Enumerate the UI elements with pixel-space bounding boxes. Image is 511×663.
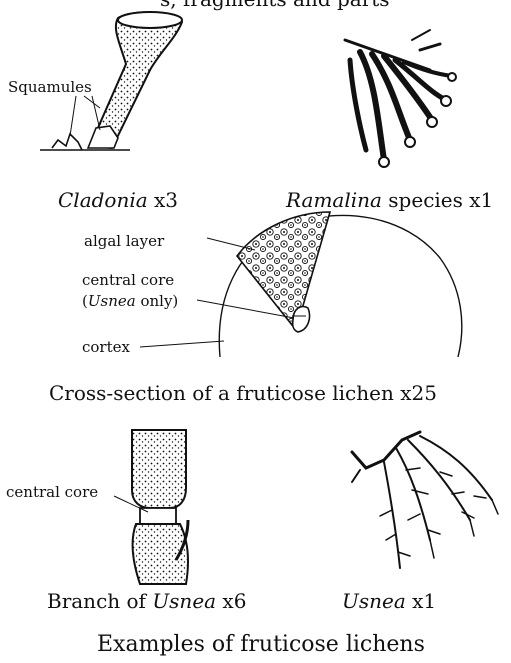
usnea-name: Usnea	[342, 589, 406, 613]
central-core-label: central core	[82, 271, 174, 289]
cladonia-name: Cladonia	[58, 188, 148, 212]
cross-section-caption: Cross-section of a fruticose lichen x25	[49, 381, 437, 405]
cortex-label: cortex	[82, 338, 130, 356]
usnea-branch-drawing	[132, 430, 188, 584]
usnea-branch-magnification: x6	[216, 589, 246, 613]
ramalina-name: Ramalina	[286, 188, 382, 212]
ramalina-magnification: species x1	[382, 188, 493, 212]
ramalina-caption: Ramalina species x1	[286, 188, 493, 212]
ramalina-drawing	[345, 30, 456, 167]
usnea-drawing	[352, 432, 498, 568]
usnea-branch-caption: Branch of Usnea x6	[47, 589, 246, 613]
squamules-label: Squamules	[8, 78, 92, 96]
usnea-caption: Usnea x1	[342, 589, 436, 613]
figure-title: Examples of fruticose lichens	[97, 632, 425, 657]
cross-section-drawing	[219, 212, 462, 357]
branch-central-core-label: central core	[6, 483, 98, 501]
central-core-qualifier-usnea: Usnea	[88, 292, 136, 310]
cladonia-caption: Cladonia x3	[58, 188, 178, 212]
usnea-branch-name: Usnea	[152, 589, 216, 613]
top-fragment-text: s, fragments and parts	[160, 0, 390, 11]
usnea-branch-prefix: Branch of	[47, 589, 152, 613]
usnea-magnification: x1	[406, 589, 436, 613]
algal-layer-label: algal layer	[84, 232, 164, 250]
central-core-qualifier: (Usnea only)	[82, 292, 178, 310]
cladonia-magnification: x3	[148, 188, 178, 212]
central-core-qualifier-close: only)	[136, 292, 179, 310]
leader-cortex	[140, 341, 224, 347]
